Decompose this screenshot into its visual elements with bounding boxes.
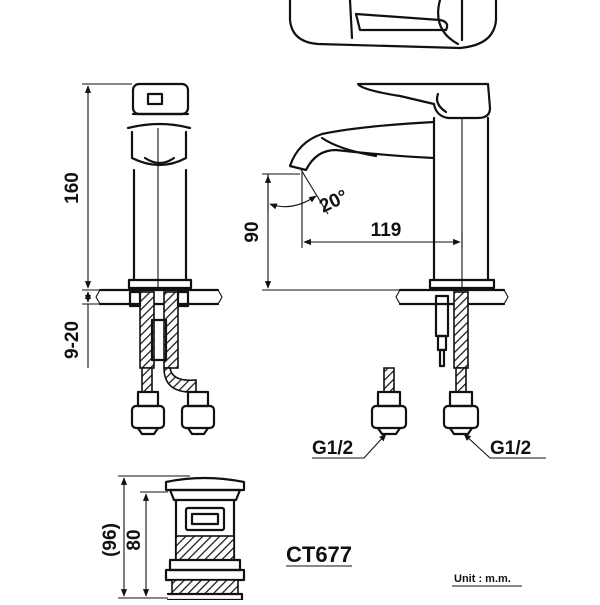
waste-view: (96) 80	[100, 475, 246, 602]
counter-thickness-dim: 9-20	[62, 321, 83, 359]
overall-height-dim: 160	[62, 172, 83, 204]
nut-side-left	[370, 390, 408, 436]
nut-left	[130, 390, 166, 436]
front-view: 160 9-20	[62, 82, 223, 436]
spout-angle-dim: 20°	[316, 186, 351, 217]
thread-left-label: G1/2	[312, 438, 353, 459]
spout-reach-dim: 119	[371, 220, 402, 241]
model-number: CT677	[286, 542, 352, 567]
unit-label: Unit : m.m.	[454, 573, 511, 585]
thread-right-label: G1/2	[490, 438, 531, 459]
side-view: 20° 90 119 G1/2	[242, 82, 546, 459]
waste-height-dim: 80	[124, 529, 145, 550]
nut-side-right	[442, 390, 480, 436]
top-view	[288, 0, 498, 50]
nut-right	[180, 390, 216, 436]
spout-height-dim: 90	[242, 221, 263, 242]
waste-total-height-dim: (96)	[100, 523, 121, 557]
